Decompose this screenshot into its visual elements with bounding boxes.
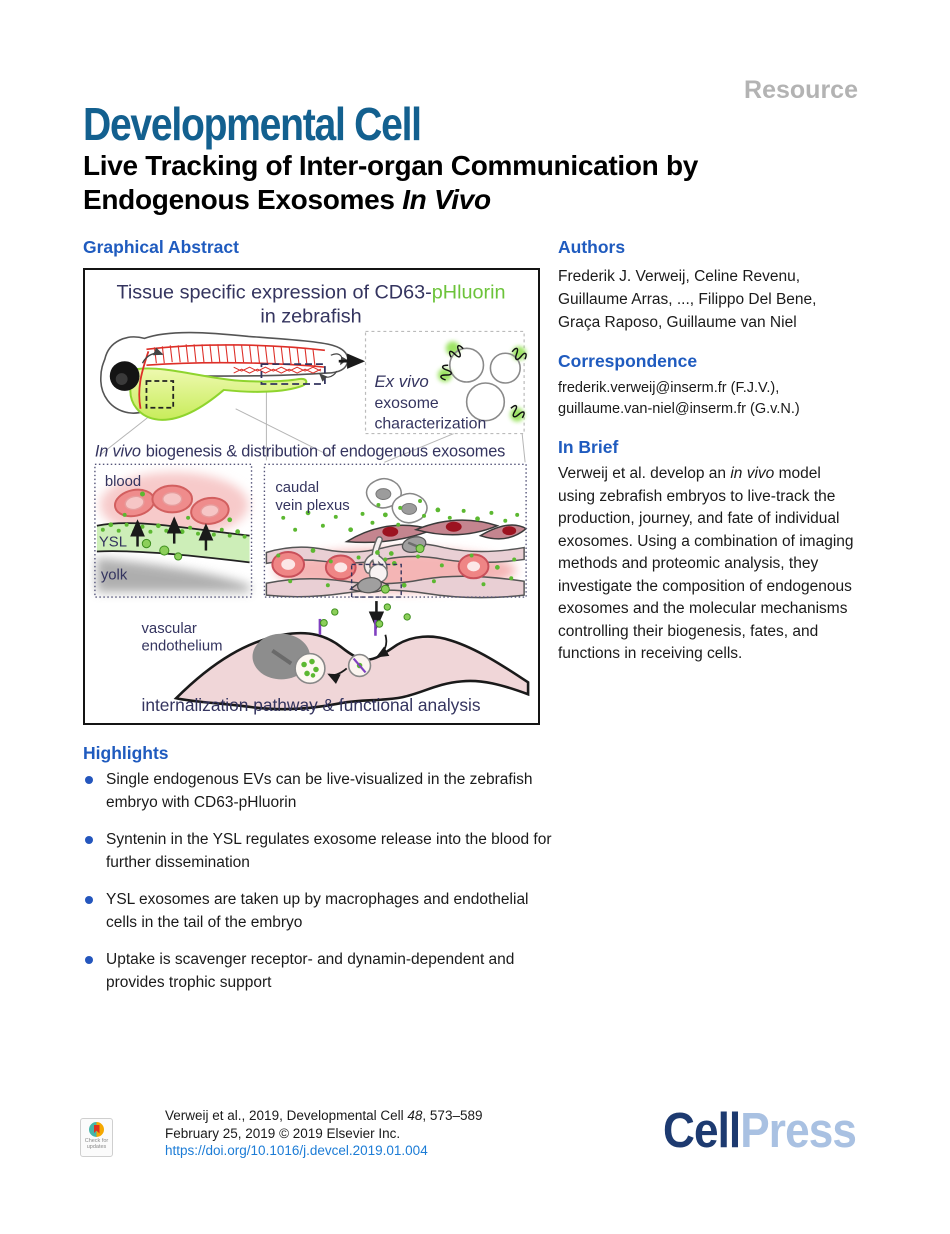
citation-block: Verweij et al., 2019, Developmental Cell… (165, 1107, 482, 1160)
correspondence-email: frederik.verweij@inserm.fr (F.J.V.), (558, 380, 780, 396)
exvivo-label-italic: Ex vivo (374, 372, 428, 391)
in-brief-italic: in vivo (730, 465, 775, 482)
vessel-band-lower (265, 575, 525, 599)
paper-title-line1: Live Tracking of Inter-organ Communicati… (83, 150, 699, 181)
journal-logo: Developmental Cell (83, 98, 422, 150)
doi-link[interactable]: https://doi.org/10.1016/j.devcel.2019.01… (165, 1143, 428, 1158)
gray-nucleus-cells (349, 536, 427, 594)
highlight-item: Uptake is scavenger receptor- and dynami… (83, 949, 553, 994)
paper-title-line2: Endogenous Exosomes In Vivo (83, 184, 491, 215)
label-yolk: yolk (101, 567, 128, 583)
label-vascular-2: endothelium (142, 639, 223, 655)
spindle-cells (344, 519, 528, 544)
highlights-list: Single endogenous EVs can be live-visual… (83, 769, 553, 1009)
graphical-abstract-figure: Tissue specific expression of CD63-pHluo… (83, 268, 540, 725)
bullet-icon (85, 836, 93, 844)
highlight-item: Single endogenous EVs can be live-visual… (83, 769, 553, 814)
label-vascular-1: vascular (142, 621, 197, 637)
exosome-dots-left (100, 491, 247, 561)
flow-arrow (141, 347, 164, 364)
bullet-icon (85, 956, 93, 964)
correspondence-heading: Correspondence (558, 351, 698, 371)
label-blood: blood (105, 474, 141, 490)
endosome-with-exosomes (294, 652, 326, 685)
authors-list: Frederik J. Verweij, Celine Revenu, Guil… (558, 265, 866, 334)
yolk-gray-band (96, 557, 250, 593)
ysl-panel-border (94, 463, 253, 598)
uptake-arrow (375, 634, 390, 658)
label-ysl: YSL (99, 535, 127, 551)
correspondence-emails: frederik.verweij@inserm.fr (F.J.V.), gui… (558, 378, 866, 420)
exvivo-label-3: characterization (374, 416, 486, 433)
correspondence-email: guillaume.van-niel@inserm.fr (G.v.N.) (558, 401, 800, 417)
citation-volume: 48 (407, 1108, 423, 1123)
label-caudal-1: caudal (275, 480, 319, 496)
figure-caption: internalization pathway & functional ana… (141, 695, 480, 715)
exvivo-box: Ex vivo exosome characterization (364, 330, 527, 435)
tetraspanin-squiggles (440, 344, 527, 419)
cellpress-logo: CellPress (663, 1104, 857, 1158)
exosome-dots-right (276, 498, 520, 588)
highlight-item: YSL exosomes are taken up by macrophages… (83, 889, 553, 934)
cvp-panel-border (263, 463, 527, 598)
rbc-rings (271, 551, 490, 581)
authors-line: Guillaume Arras, ..., Filippo Del Bene, (558, 291, 817, 308)
red-blood-cells (113, 484, 230, 525)
fish-yolk (129, 367, 308, 421)
bookmark-icon (93, 1124, 100, 1134)
exosome-circles (448, 347, 521, 422)
authors-line: Graça Raposo, Guillaume van Niel (558, 314, 797, 331)
check-for-updates-badge[interactable]: Check for updates (80, 1118, 113, 1157)
ysl-panel: blood YSL yolk (94, 463, 253, 598)
in-brief-heading: In Brief (558, 437, 619, 457)
article-type-label: Resource (744, 76, 858, 104)
authors-line: Frederik J. Verweij, Celine Revenu, (558, 268, 801, 285)
in-brief-text: Verweij et al. develop an in vivo model … (558, 465, 854, 662)
highlight-item: Syntenin in the YSL regulates exosome re… (83, 829, 553, 874)
zebrafish-illustration (100, 331, 349, 421)
crossmark-icon (89, 1122, 104, 1137)
badge-text: Check for updates (84, 1138, 109, 1150)
graphical-abstract-svg: Tissue specific expression of CD63-pHluo… (94, 282, 530, 715)
trafficking-arrow (327, 667, 348, 684)
exvivo-label-2: exosome (374, 395, 438, 412)
yolk-roi-dashed-square (145, 380, 175, 409)
citation-line1: Verweij et al., 2019, Developmental Cell… (165, 1108, 483, 1123)
tail-roi-dashed-rect (260, 363, 326, 385)
vascular-endothelium-section: vascular endothelium internalization pat… (141, 603, 530, 715)
bullet-icon (85, 896, 93, 904)
macrophage-cells (365, 477, 428, 524)
paper-title-italic: In Vivo (402, 184, 491, 215)
caudal-vein-plexus-panel: caudal vein plexus (263, 463, 528, 599)
release-arrows (130, 516, 214, 551)
bullet-icon (85, 776, 93, 784)
citation-line2: February 25, 2019 © 2019 Elsevier Inc. (165, 1125, 401, 1141)
phluorin-green-text: pHluorin (432, 282, 506, 304)
authors-heading: Authors (558, 237, 626, 257)
highlights-heading: Highlights (83, 743, 169, 763)
figure-title-line2: in zebrafish (260, 306, 361, 328)
figure-title-line1: Tissue specific expression of CD63-pHluo… (116, 282, 505, 304)
paper-title: Live Tracking of Inter-organ Communicati… (83, 149, 698, 217)
connector-lines (100, 390, 526, 463)
receptors (318, 618, 377, 636)
graphical-abstract-heading: Graphical Abstract (83, 237, 239, 257)
label-caudal-2: vein plexus (275, 498, 349, 514)
